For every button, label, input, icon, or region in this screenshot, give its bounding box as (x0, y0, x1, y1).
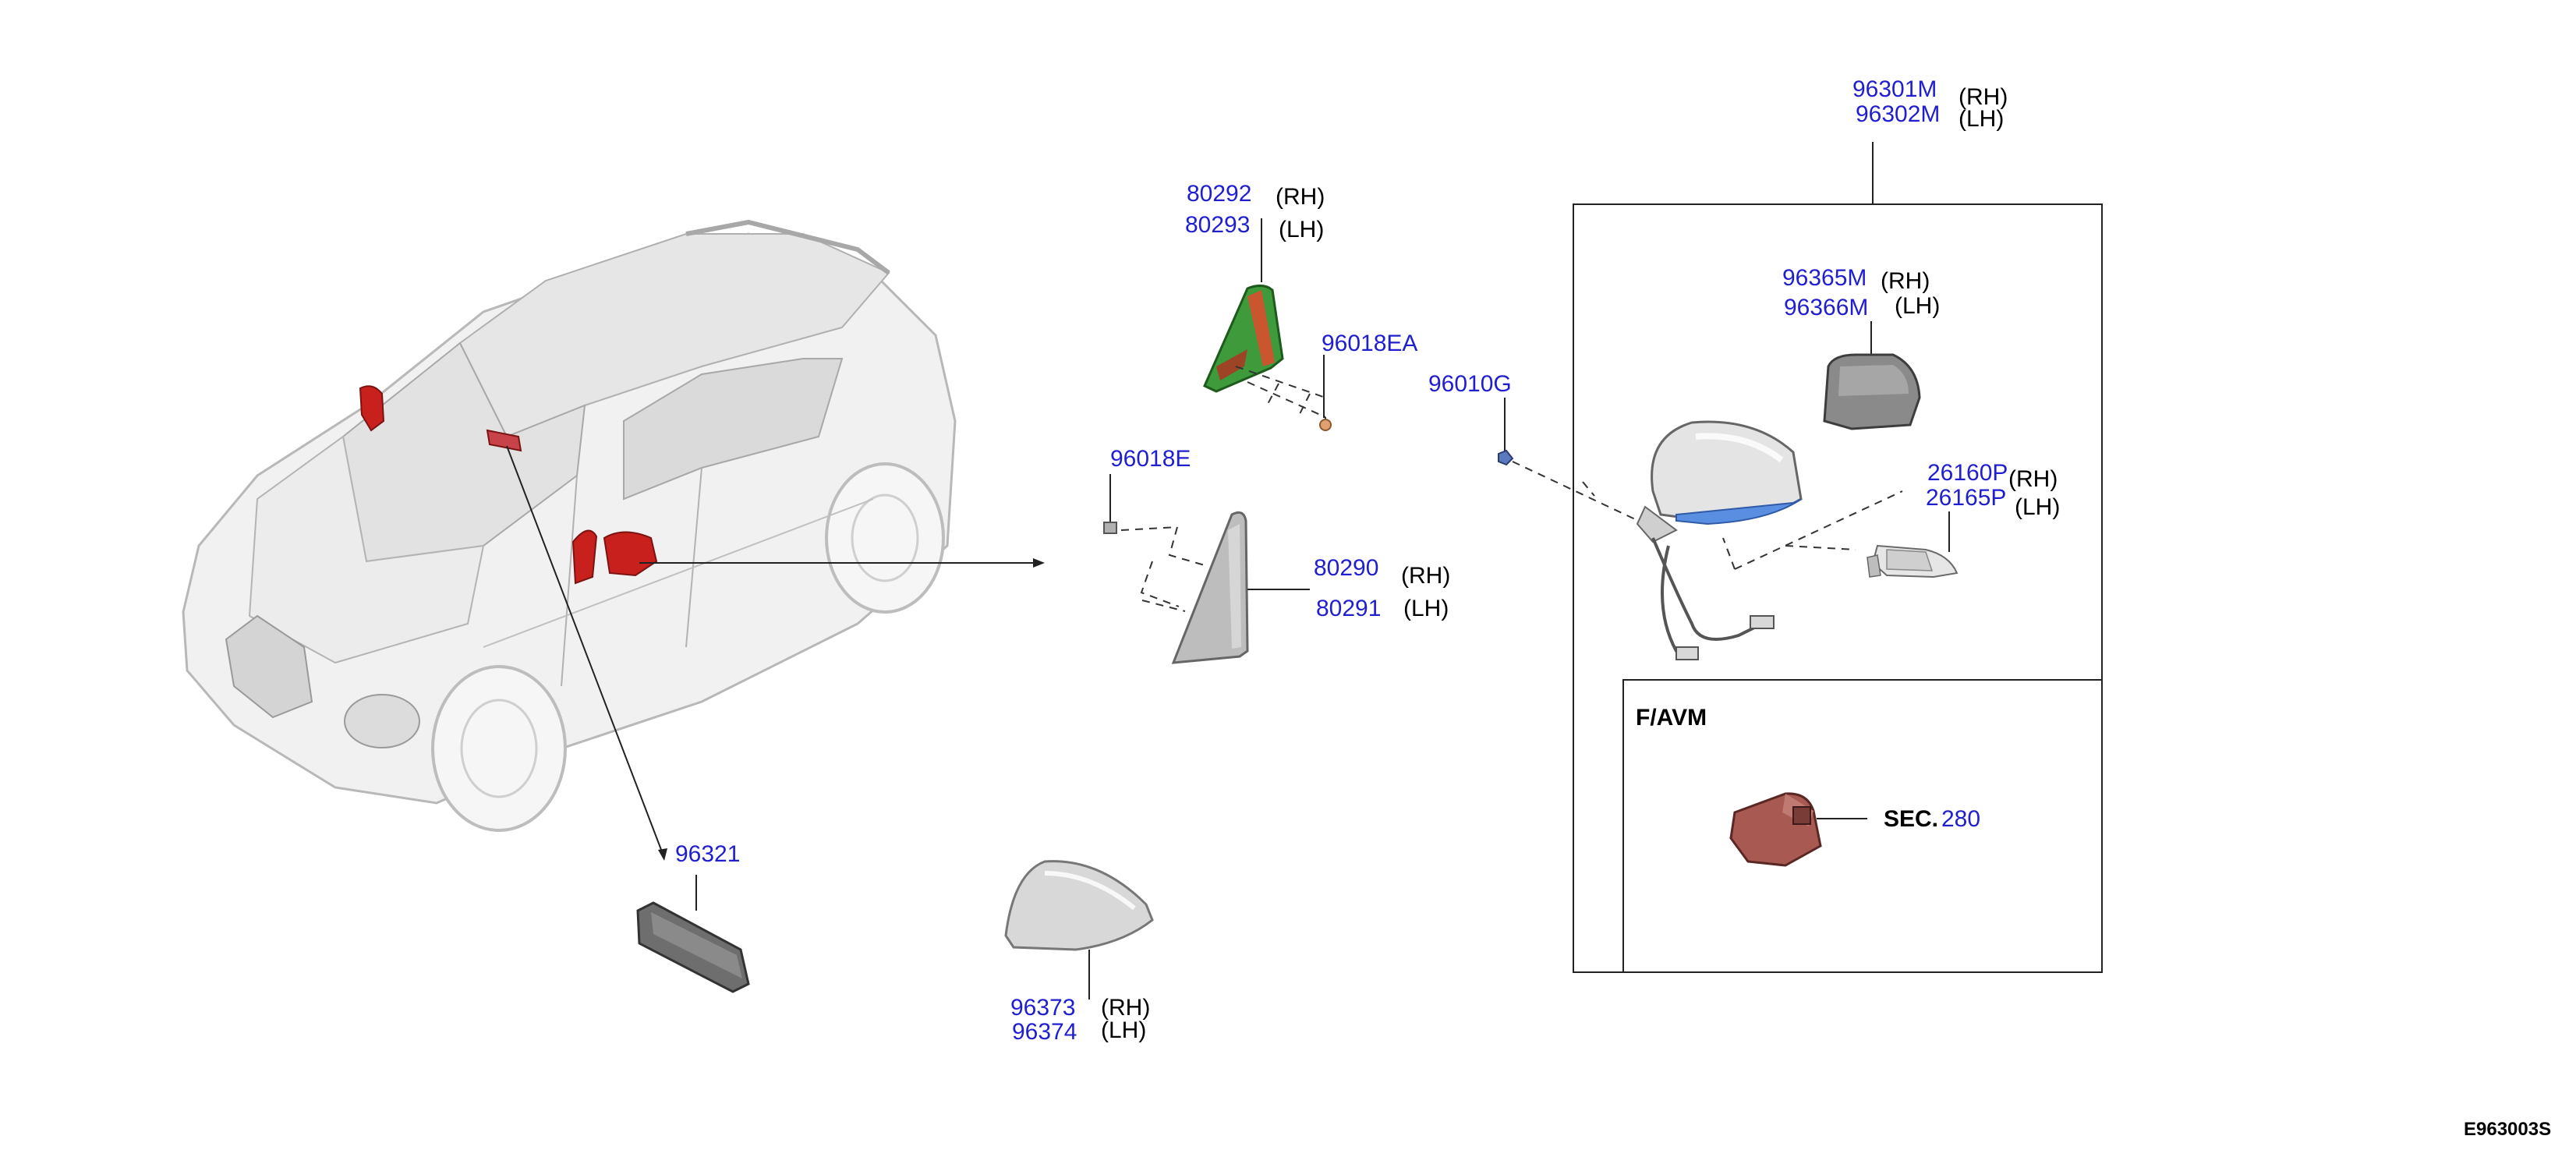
part-number-mirror-cover-rh[interactable]: 96373 (1010, 995, 1075, 1021)
part-number-turn-lamp-lh[interactable]: 26165P (1926, 485, 2006, 511)
favm-title: F/AVM (1636, 705, 1707, 731)
vehicle-right-mirror-highlight-outer[interactable] (603, 531, 658, 577)
clip-upper[interactable] (1319, 419, 1332, 431)
part-number-screw[interactable]: 96010G (1428, 371, 1512, 397)
favm-camera[interactable] (1729, 792, 1822, 867)
part-number-mirror-glass-lh[interactable]: 96366M (1784, 295, 1868, 320)
door-mirror-harness (1651, 537, 1775, 660)
side-turn-lamp[interactable] (1867, 544, 1959, 578)
part-number-inner-mirror[interactable]: 96321 (675, 841, 740, 867)
favm-box (1622, 679, 2103, 973)
vehicle-right-mirror-highlight[interactable] (571, 529, 598, 585)
vehicle-illustration (182, 219, 957, 832)
corner-finisher[interactable] (1171, 511, 1249, 664)
inner-mirror[interactable] (636, 901, 750, 993)
side-label-tweeter-cover-lh: (LH) (1279, 217, 1324, 242)
part-number-door-mirror-rh[interactable]: 96301M (1852, 76, 1937, 102)
vehicle-left-mirror-highlight[interactable] (359, 385, 385, 432)
mirror-glass[interactable] (1823, 353, 1921, 430)
sec-prefix: SEC. (1884, 806, 1938, 832)
side-label-mirror-cover-lh: (LH) (1101, 1017, 1146, 1043)
side-label-tweeter-cover-rh: (RH) (1276, 184, 1325, 210)
side-label-door-mirror-rh: (RH) (1959, 84, 2008, 110)
screw[interactable] (1498, 449, 1514, 466)
mirror-cover[interactable] (1004, 860, 1154, 951)
side-label-turn-lamp-rh: (RH) (2008, 466, 2058, 492)
tweeter-cover[interactable] (1203, 285, 1284, 393)
diagram-code: E963003S (2464, 1119, 2551, 1140)
side-label-mirror-cover-rh: (RH) (1101, 995, 1150, 1021)
part-number-mirror-glass-rh[interactable]: 96365M (1782, 265, 1867, 291)
side-label-corner-finisher-rh: (RH) (1401, 563, 1450, 589)
side-label-mirror-glass-lh: (LH) (1895, 293, 1940, 319)
side-label-turn-lamp-lh: (LH) (2015, 494, 2060, 520)
part-number-clip-lower[interactable]: 96018E (1110, 446, 1191, 472)
vehicle-inner-mirror-highlight[interactable] (486, 429, 522, 452)
part-number-mirror-cover-lh[interactable]: 96374 (1012, 1019, 1077, 1045)
part-number-clip-upper[interactable]: 96018EA (1322, 331, 1417, 356)
part-number-corner-finisher-lh[interactable]: 80291 (1316, 596, 1381, 621)
part-number-turn-lamp-rh[interactable]: 26160P (1927, 460, 2008, 486)
clip-lower[interactable] (1103, 522, 1117, 534)
side-label-corner-finisher-lh: (LH) (1403, 596, 1449, 621)
part-number-door-mirror-lh[interactable]: 96302M (1856, 101, 1940, 127)
side-label-mirror-glass-rh: (RH) (1881, 268, 1930, 294)
sec-number-link[interactable]: 280 (1941, 806, 1980, 832)
side-label-door-mirror-lh: (LH) (1959, 106, 2004, 132)
part-number-tweeter-cover-rh[interactable]: 80292 (1187, 181, 1251, 207)
door-mirror-body[interactable] (1636, 420, 1803, 543)
part-number-corner-finisher-rh[interactable]: 80290 (1314, 555, 1378, 581)
part-number-tweeter-cover-lh[interactable]: 80293 (1185, 212, 1250, 238)
